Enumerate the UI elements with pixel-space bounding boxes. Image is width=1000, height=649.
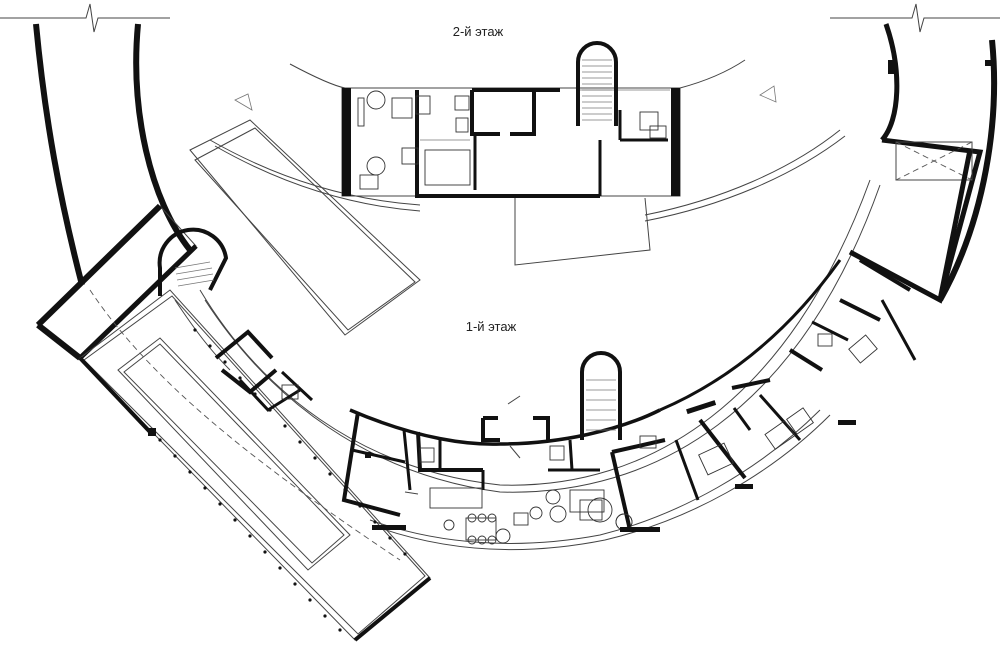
stair-tower-upper — [576, 41, 618, 126]
pool-wing — [35, 203, 432, 642]
stair-tower-lower — [580, 351, 622, 440]
right-tower — [848, 137, 984, 304]
break-lines — [0, 3, 1000, 33]
stair-capsule-left — [157, 227, 229, 296]
main-curve — [174, 179, 881, 551]
ground-centre-rooms — [341, 395, 600, 517]
living-furniture — [404, 487, 633, 545]
canopy — [514, 197, 651, 266]
floor-2-label: 2-й этаж — [453, 24, 504, 39]
second-floor — [341, 87, 681, 198]
outer-ring — [33, 23, 998, 302]
ground-left-rooms — [214, 329, 314, 412]
wall-piers — [148, 60, 995, 532]
floor-1-label: 1-й этаж — [466, 319, 517, 334]
diagonal-planes — [189, 119, 421, 336]
upper-arcs — [209, 59, 846, 222]
ground-right-rooms — [610, 258, 917, 531]
